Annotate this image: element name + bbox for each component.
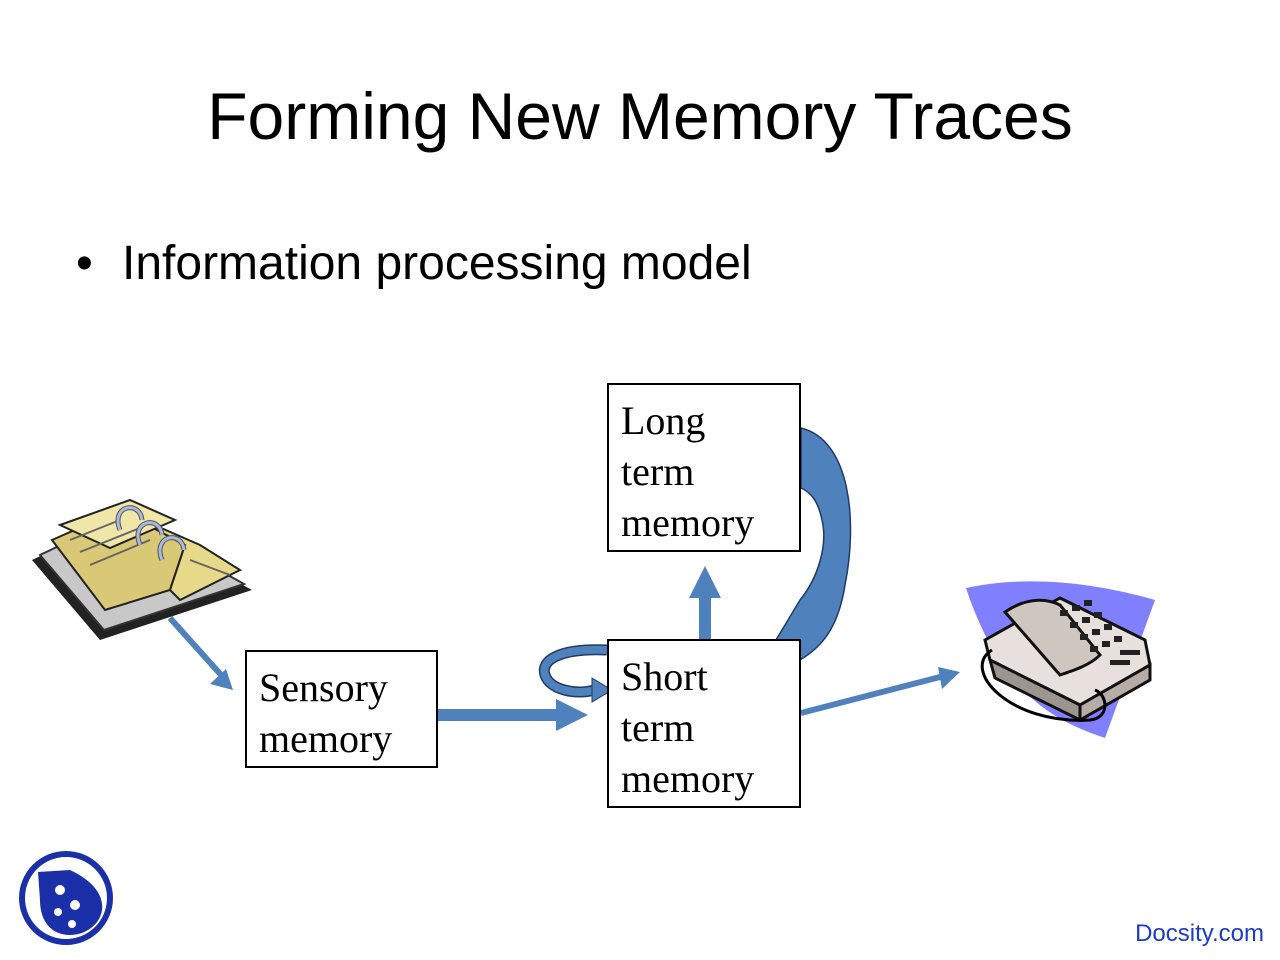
short-term-memory-line-1: Short: [621, 654, 708, 699]
sensory-memory-line-2: memory: [259, 716, 393, 761]
bullet-dot: •: [76, 237, 93, 290]
sensory-memory-line-1: Sensory: [259, 665, 388, 710]
arrow-long-to-short-curved: [775, 427, 852, 701]
short-term-memory-box: Short term memory: [607, 639, 801, 808]
long-term-memory-line-3: memory: [621, 500, 755, 545]
docsity-logo-icon: [19, 851, 113, 945]
long-term-memory-line-1: Long: [621, 398, 706, 443]
rehearsal-loop-arrow: [538, 644, 613, 703]
long-term-memory-line-2: term: [621, 449, 695, 494]
bullet-item: • Information processing model: [76, 236, 752, 291]
arrow-notebook-to-sensory: [167, 615, 233, 690]
telephone-icon: [966, 581, 1155, 738]
bullet-text: Information processing model: [122, 237, 752, 290]
notebook-icon: [32, 498, 252, 640]
arrow-sensory-to-short: [438, 699, 588, 731]
slide-title: Forming New Memory Traces: [207, 79, 1073, 153]
short-term-memory-line-3: memory: [621, 756, 755, 801]
long-term-memory-box: Long term memory: [607, 383, 801, 552]
docsity-brand-link[interactable]: Docsity.com: [1135, 920, 1264, 947]
sensory-memory-box: Sensory memory: [245, 650, 438, 768]
short-term-memory-line-2: term: [621, 705, 695, 750]
arrow-short-to-phone: [800, 667, 960, 716]
arrow-short-to-long: [689, 566, 721, 640]
